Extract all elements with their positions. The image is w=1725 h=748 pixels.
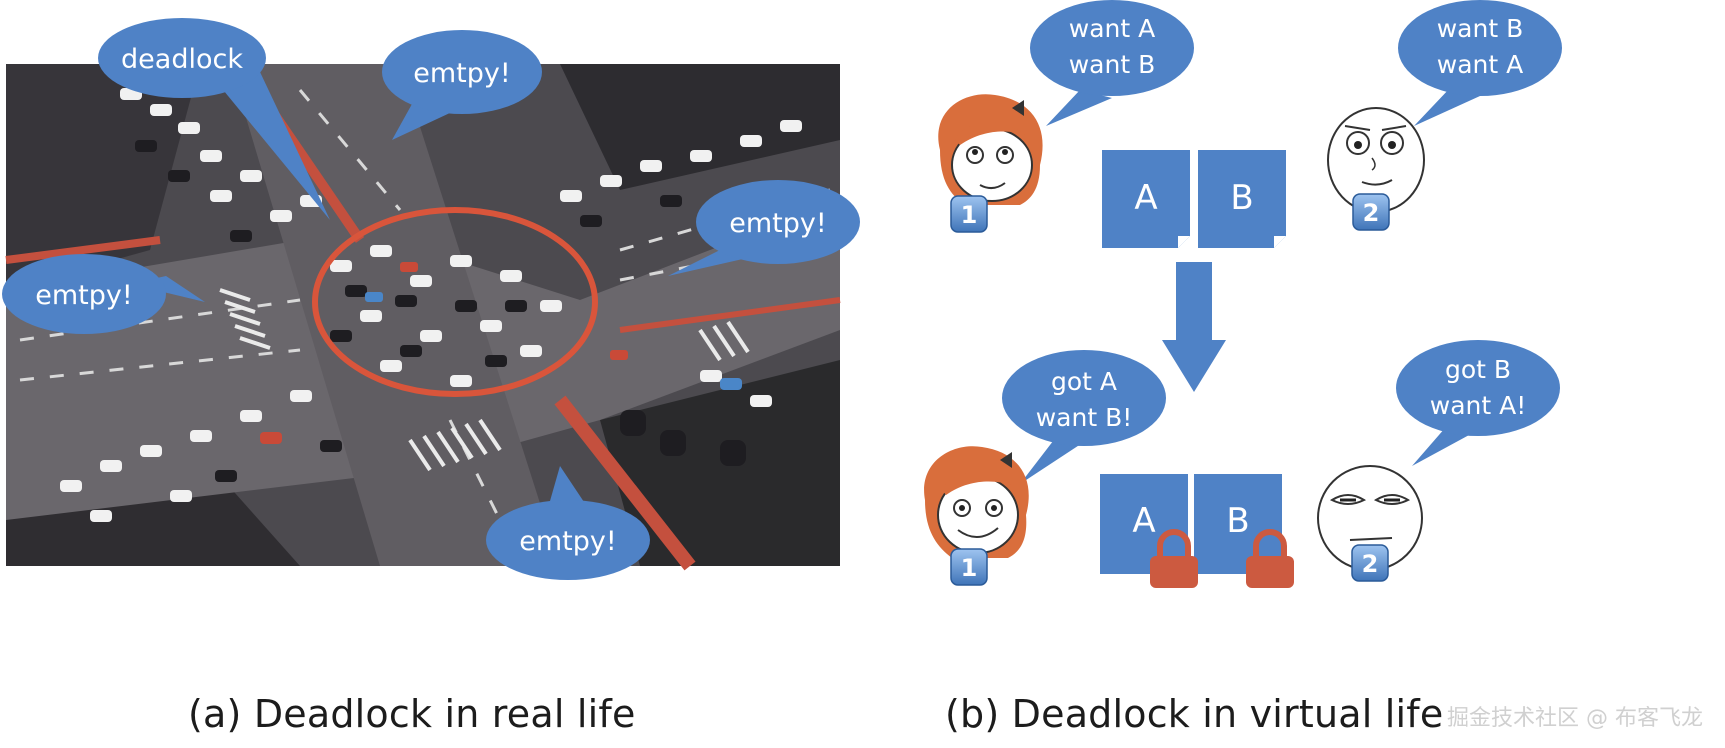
bubble-empty-top-text: emtpy!	[413, 58, 510, 89]
bubble-p1-bottom-line2: want B!	[1036, 403, 1133, 432]
bubble-p2-top: want B want A	[1398, 0, 1562, 126]
bubble-deadlock-text: deadlock	[121, 44, 243, 75]
bubble-empty-right-text: emtpy!	[729, 208, 826, 239]
badge-1-top-text: 1	[961, 201, 978, 229]
watermark: 掘金技术社区 @ 布客飞龙	[1447, 706, 1703, 731]
badge-1-bottom: 1	[950, 548, 988, 586]
resource-b-top: B	[1198, 150, 1286, 248]
resource-a-top: A	[1102, 150, 1190, 248]
deadlock-circle	[312, 207, 598, 397]
resource-b-bottom-label: B	[1226, 501, 1249, 541]
vehicles	[60, 88, 802, 522]
badge-1-top: 1	[950, 195, 988, 233]
bubble-p2-bottom-line2: want A!	[1430, 391, 1526, 420]
person2-face-top	[1327, 107, 1425, 213]
resource-b-top-label: B	[1230, 178, 1253, 218]
bubble-deadlock: deadlock	[98, 18, 330, 220]
caption-real-life: (a) Deadlock in real life	[188, 692, 636, 736]
bubble-p2-bottom: got B want A!	[1396, 340, 1560, 466]
caption-virtual-life: (b) Deadlock in virtual life	[945, 692, 1444, 736]
badge-2-top-text: 2	[1363, 199, 1380, 227]
badge-1-bottom-text: 1	[961, 554, 978, 582]
person1-face-bottom	[924, 446, 1029, 558]
bubble-p1-top-line2: want B	[1069, 50, 1156, 79]
resource-a-bottom: A	[1100, 474, 1188, 574]
person2-face-bottom	[1317, 465, 1423, 571]
bubble-p1-bottom: got A want B!	[1002, 350, 1166, 484]
badge-2-top: 2	[1352, 193, 1390, 231]
bubble-p1-bottom-line1: got A	[1051, 367, 1117, 396]
bubble-p2-bottom-line1: got B	[1445, 355, 1511, 384]
resource-b-bottom: B	[1194, 474, 1282, 574]
bubble-empty-top: emtpy!	[382, 30, 542, 140]
badge-2-bottom-text: 2	[1362, 550, 1379, 578]
down-arrow-icon	[1162, 262, 1226, 392]
bubble-empty-left-text: emtpy!	[35, 280, 132, 311]
bubble-empty-bottom-text: emtpy!	[519, 526, 616, 557]
lock-icon-b	[1246, 529, 1294, 588]
bubble-p1-top-line1: want A	[1069, 14, 1155, 43]
bubble-p2-top-line2: want A	[1437, 50, 1523, 79]
bubble-p1-top: want A want B	[1030, 0, 1194, 126]
resource-a-bottom-label: A	[1132, 501, 1155, 541]
bubble-empty-right: emtpy!	[668, 180, 860, 276]
bubble-empty-bottom: emtpy!	[486, 466, 650, 580]
resource-a-top-label: A	[1134, 178, 1157, 218]
person1-face-top	[938, 94, 1043, 205]
bubble-empty-left: emtpy!	[2, 254, 205, 334]
lock-icon-a	[1150, 529, 1198, 588]
bubble-p2-top-line1: want B	[1437, 14, 1524, 43]
badge-2-bottom: 2	[1351, 544, 1389, 582]
